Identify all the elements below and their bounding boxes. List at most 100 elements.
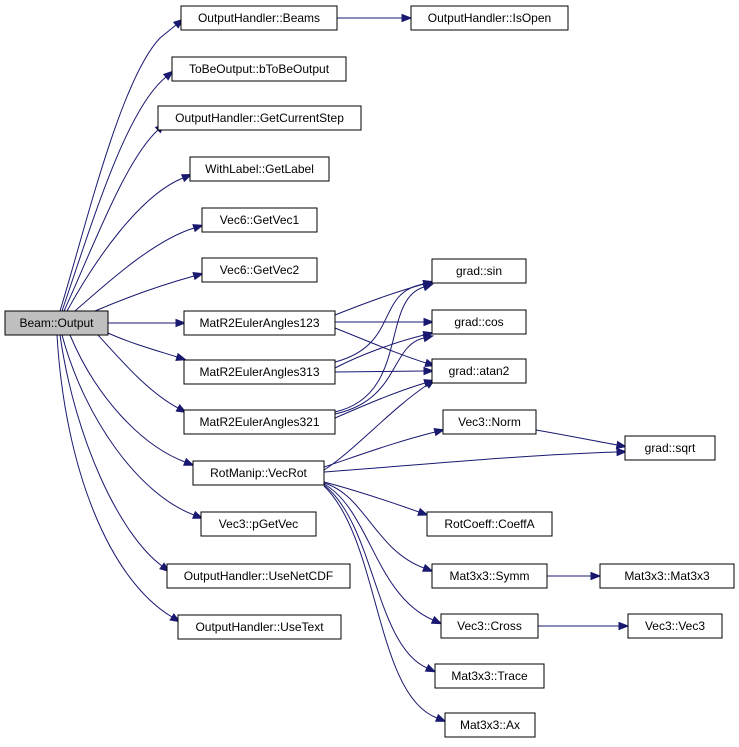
node-oh-netcdf[interactable]: OutputHandler::UseNetCDF [166, 563, 351, 589]
edge-rm_vecrot-to-m_trace [323, 484, 437, 673]
arrowhead-icon [169, 613, 181, 623]
edge-line [61, 334, 195, 516]
node-label[interactable]: RotManip::VecRot [210, 466, 307, 480]
node-label[interactable]: OutputHandler::GetCurrentStep [175, 111, 344, 125]
node-box[interactable] [183, 310, 336, 336]
node-label[interactable]: Beam::Output [19, 316, 94, 330]
node-v6-2[interactable]: Vec6::GetVec2 [201, 257, 318, 283]
arrowhead-icon [434, 713, 447, 722]
node-v3-cross[interactable]: Vec3::Cross [440, 613, 539, 639]
node-label[interactable]: WithLabel::GetLabel [205, 162, 314, 176]
node-g-sin[interactable]: grad::sin [431, 258, 527, 284]
arrowhead-icon [590, 571, 602, 581]
arrowhead-icon [424, 663, 437, 673]
node-label[interactable]: MatR2EulerAngles313 [199, 365, 319, 379]
node-m-mat3x3[interactable]: Mat3x3::Mat3x3 [599, 563, 735, 589]
node-label[interactable]: OutputHandler::Beams [198, 11, 320, 25]
node-label[interactable]: Vec6::GetVec2 [220, 263, 300, 277]
node-box[interactable] [201, 207, 318, 233]
node-v3-vec3[interactable]: Vec3::Vec3 [627, 613, 723, 639]
node-oh-text[interactable]: OutputHandler::UseText [177, 614, 342, 640]
edge-v3_cross-to-v3_vec3 [538, 621, 630, 631]
node-label[interactable]: Vec3::Vec3 [645, 619, 705, 633]
node-box[interactable] [177, 614, 342, 640]
arrowhead-icon [430, 615, 443, 625]
node-box[interactable] [624, 435, 716, 461]
node-v3-pget[interactable]: Vec3::pGetVec [200, 511, 317, 537]
node-mr321[interactable]: MatR2EulerAngles321 [183, 409, 336, 435]
edge-rm_vecrot-to-rc_coeffa [323, 481, 429, 516]
node-mr313[interactable]: MatR2EulerAngles313 [183, 359, 336, 385]
node-box[interactable] [183, 409, 336, 435]
node-box[interactable] [627, 613, 723, 639]
node-oh-isopen[interactable]: OutputHandler::IsOpen [410, 5, 569, 31]
node-g-sqrt[interactable]: grad::sqrt [624, 435, 716, 461]
node-label[interactable]: MatR2EulerAngles321 [199, 415, 319, 429]
node-beam-output[interactable]: Beam::Output [4, 310, 109, 336]
node-wl-label[interactable]: WithLabel::GetLabel [189, 156, 330, 182]
node-box[interactable] [200, 511, 317, 537]
arrowhead-icon [192, 510, 204, 519]
edge-beam_output-to-oh_netcdf [59, 334, 171, 573]
arrowhead-icon [175, 352, 187, 361]
node-box[interactable] [431, 358, 527, 384]
node-label[interactable]: ToBeOutput::bToBeOutput [189, 62, 330, 76]
node-label[interactable]: Vec3::pGetVec [219, 517, 298, 531]
node-label[interactable]: OutputHandler::UseNetCDF [184, 569, 333, 583]
node-label[interactable]: grad::sqrt [645, 441, 696, 455]
node-box[interactable] [444, 712, 536, 738]
node-box[interactable] [431, 309, 527, 335]
node-box[interactable] [4, 310, 109, 336]
node-box[interactable] [192, 460, 325, 486]
node-box[interactable] [166, 563, 351, 589]
node-box[interactable] [201, 257, 318, 283]
node-oh-step[interactable]: OutputHandler::GetCurrentStep [157, 105, 362, 131]
node-tbo[interactable]: ToBeOutput::bToBeOutput [171, 56, 347, 82]
node-v3-norm[interactable]: Vec3::Norm [442, 409, 537, 435]
edge-line [107, 332, 178, 358]
node-label[interactable]: Mat3x3::Trace [451, 669, 528, 683]
node-label[interactable]: OutputHandler::UseText [195, 620, 324, 634]
node-label[interactable]: RotCoeff::CoeffA [444, 517, 534, 531]
node-label[interactable]: Vec3::Cross [457, 619, 522, 633]
node-label[interactable]: OutputHandler::IsOpen [428, 11, 551, 25]
node-m-symm[interactable]: Mat3x3::Symm [431, 563, 548, 589]
node-label[interactable]: MatR2EulerAngles123 [199, 316, 319, 330]
edge-line [323, 483, 434, 621]
node-oh-beams[interactable]: OutputHandler::Beams [180, 5, 338, 31]
node-label[interactable]: grad::atan2 [449, 364, 510, 378]
node-label[interactable]: Vec6::GetVec1 [220, 213, 300, 227]
node-rc-coeffa[interactable]: RotCoeff::CoeffA [426, 511, 553, 537]
node-box[interactable] [157, 105, 362, 131]
node-label[interactable]: Mat3x3::Mat3x3 [624, 569, 710, 583]
node-box[interactable] [431, 563, 548, 589]
node-g-cos[interactable]: grad::cos [431, 309, 527, 335]
node-box[interactable] [189, 156, 330, 182]
node-g-atan2[interactable]: grad::atan2 [431, 358, 527, 384]
node-box[interactable] [440, 613, 539, 639]
node-mr123[interactable]: MatR2EulerAngles123 [183, 310, 336, 336]
edge-beam_output-to-mr313 [107, 332, 187, 361]
node-box[interactable] [434, 663, 545, 689]
node-box[interactable] [180, 5, 338, 31]
node-box[interactable] [426, 511, 553, 537]
node-box[interactable] [442, 409, 537, 435]
node-rm-vecrot[interactable]: RotManip::VecRot [192, 460, 325, 486]
node-box[interactable] [183, 359, 336, 385]
node-label[interactable]: Mat3x3::Ax [460, 718, 520, 732]
node-box[interactable] [171, 56, 347, 82]
arrowhead-icon [422, 283, 434, 292]
edge-line [323, 384, 428, 471]
node-v6-1[interactable]: Vec6::GetVec1 [201, 207, 318, 233]
node-label[interactable]: grad::cos [454, 315, 503, 329]
node-label[interactable]: Vec3::Norm [458, 415, 521, 429]
edge-mr313-to-g_cos [334, 331, 435, 369]
node-label[interactable]: grad::sin [456, 264, 502, 278]
node-box[interactable] [431, 258, 527, 284]
edge-line [323, 485, 438, 719]
node-label[interactable]: Mat3x3::Symm [449, 569, 529, 583]
node-box[interactable] [599, 563, 735, 589]
node-m-trace[interactable]: Mat3x3::Trace [434, 663, 545, 689]
node-box[interactable] [410, 5, 569, 31]
node-m-ax[interactable]: Mat3x3::Ax [444, 712, 536, 738]
